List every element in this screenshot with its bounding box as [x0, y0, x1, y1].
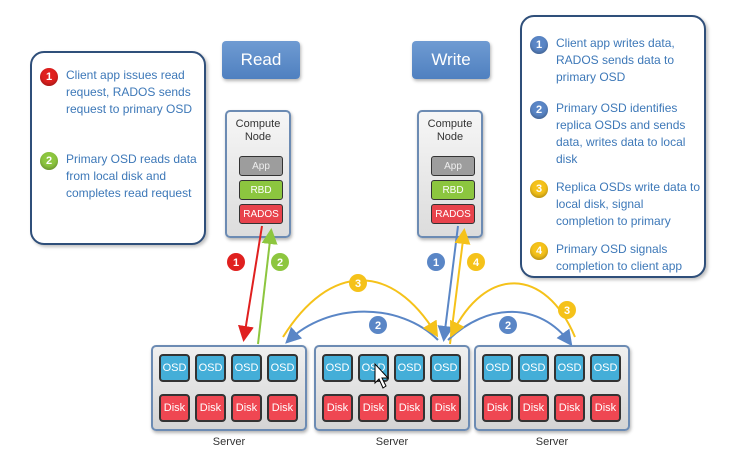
- server-1-label: Server: [212, 436, 246, 448]
- svg-text:1: 1: [433, 257, 439, 269]
- disk-cell: Disk: [394, 394, 425, 422]
- mouse-cursor-icon: [374, 362, 390, 389]
- server-3-label: Server: [535, 436, 569, 448]
- replicate-left-arrow: [285, 310, 439, 344]
- read-title: Read: [222, 41, 300, 79]
- read-request-arrow: [238, 225, 263, 342]
- step-text: Primary OSD identifies replica OSDs and …: [556, 101, 686, 166]
- write-steps-note: 1 Client app writes data, RADOS sends da…: [520, 15, 706, 278]
- svg-text:1: 1: [233, 257, 239, 269]
- svg-text:2: 2: [375, 320, 381, 332]
- osd-cell: OSD: [590, 354, 621, 382]
- write-step-1: 1 Client app writes data, RADOS sends da…: [530, 35, 702, 86]
- step-text: Primary OSD signals completion to client…: [556, 242, 683, 273]
- read-steps-note: 1 Client app issues read request, RADOS …: [30, 51, 206, 245]
- disk-cell: Disk: [482, 394, 513, 422]
- read-step-1: 1 Client app issues read request, RADOS …: [40, 67, 200, 118]
- server-2: OSD OSD OSD OSD Disk Disk Disk Disk: [314, 345, 470, 431]
- osd-cell: OSD: [195, 354, 226, 382]
- badge-replicate-2-left: 2: [369, 316, 387, 334]
- badge-ack-3-right: 3: [558, 301, 576, 319]
- badge-read-2: 2: [271, 253, 289, 271]
- svg-text:2: 2: [277, 257, 283, 269]
- server-1: OSD OSD OSD OSD Disk Disk Disk Disk: [151, 345, 307, 431]
- step-badge: 4: [530, 242, 548, 260]
- badge-write-1: 1: [427, 253, 445, 271]
- step-text: Primary OSD reads data from local disk a…: [66, 152, 197, 200]
- svg-text:3: 3: [564, 305, 570, 317]
- step-badge: 1: [530, 36, 548, 54]
- step-text: Replica OSDs write data to local disk, s…: [556, 180, 701, 228]
- write-step-4: 4 Primary OSD signals completion to clie…: [530, 241, 702, 275]
- step-text: Client app writes data, RADOS sends data…: [556, 36, 675, 84]
- write-title: Write: [412, 41, 490, 79]
- compute-node-label: Compute Node: [235, 118, 281, 143]
- rbd-layer: RBD: [239, 180, 283, 200]
- osd-cell: OSD: [267, 354, 298, 382]
- write-compute-node: Compute Node App RBD RADOS: [417, 110, 483, 238]
- step-badge: 1: [40, 68, 58, 86]
- compute-node-label: Compute Node: [427, 118, 473, 143]
- disk-cell: Disk: [267, 394, 298, 422]
- server-2-label: Server: [375, 436, 409, 448]
- write-step-3: 3 Replica OSDs write data to local disk,…: [530, 179, 702, 230]
- badge-read-1: 1: [227, 253, 245, 271]
- write-step-2: 2 Primary OSD identifies replica OSDs an…: [530, 100, 702, 168]
- app-layer: App: [239, 156, 283, 176]
- rados-layer: RADOS: [431, 204, 475, 224]
- step-badge: 3: [530, 180, 548, 198]
- osd-cell: OSD: [394, 354, 425, 382]
- app-layer: App: [431, 156, 475, 176]
- osd-cell: OSD: [322, 354, 353, 382]
- read-step-2: 2 Primary OSD reads data from local disk…: [40, 151, 200, 202]
- disk-cell: Disk: [554, 394, 585, 422]
- osd-cell: OSD: [231, 354, 262, 382]
- server-3: OSD OSD OSD OSD Disk Disk Disk Disk: [474, 345, 630, 431]
- disk-cell: Disk: [518, 394, 549, 422]
- read-compute-node: Compute Node App RBD RADOS: [225, 110, 291, 238]
- badge-replicate-2-right: 2: [499, 316, 517, 334]
- disk-cell: Disk: [430, 394, 461, 422]
- write-ack-arrow: [449, 228, 471, 345]
- disk-cell: Disk: [195, 394, 226, 422]
- osd-cell: OSD: [518, 354, 549, 382]
- badge-write-4: 4: [467, 253, 485, 271]
- step-text: Client app issues read request, RADOS se…: [66, 68, 193, 116]
- step-badge: 2: [530, 101, 548, 119]
- svg-text:3: 3: [355, 278, 361, 290]
- disk-cell: Disk: [231, 394, 262, 422]
- rados-layer: RADOS: [239, 204, 283, 224]
- disk-cell: Disk: [159, 394, 190, 422]
- osd-cell: OSD: [482, 354, 513, 382]
- disk-cell: Disk: [322, 394, 353, 422]
- svg-text:2: 2: [505, 320, 511, 332]
- svg-text:4: 4: [473, 257, 480, 269]
- rbd-layer: RBD: [431, 180, 475, 200]
- read-response-arrow: [257, 228, 278, 345]
- disk-cell: Disk: [358, 394, 389, 422]
- badge-ack-3-left: 3: [349, 274, 367, 292]
- disk-cell: Disk: [590, 394, 621, 422]
- osd-cell: OSD: [159, 354, 190, 382]
- write-request-arrow: [437, 225, 459, 342]
- primary-osd-cell: OSD: [430, 354, 461, 382]
- step-badge: 2: [40, 152, 58, 170]
- osd-cell: OSD: [554, 354, 585, 382]
